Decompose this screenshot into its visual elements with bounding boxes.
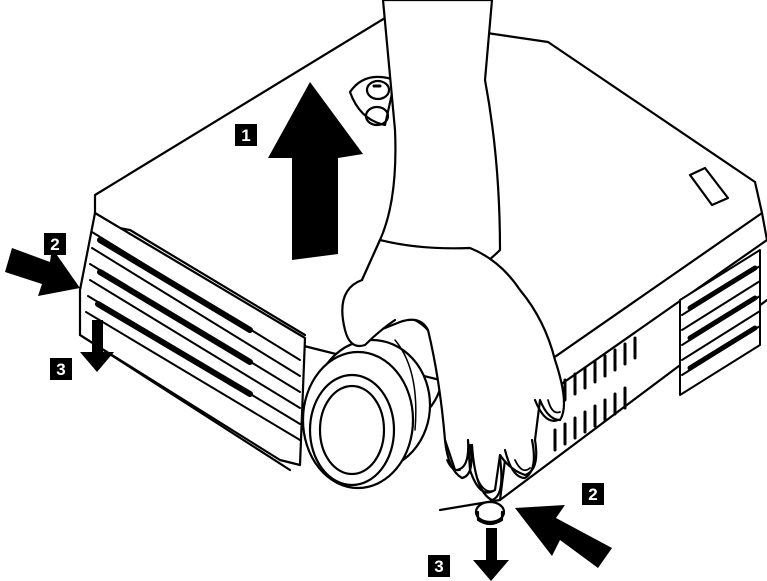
top-slot xyxy=(688,166,730,207)
step-number: 2 xyxy=(588,485,597,504)
side-vent-grille xyxy=(679,249,761,396)
lens-assembly xyxy=(301,313,445,490)
step-label-2-right: 2 xyxy=(582,483,604,505)
arrow-push-right xyxy=(515,505,612,568)
step-number: 3 xyxy=(56,360,65,379)
side-vent-lower xyxy=(553,336,637,452)
hand xyxy=(341,0,566,502)
power-button xyxy=(365,79,391,101)
step-label-3-right: 3 xyxy=(428,555,450,577)
step-label-3-left: 3 xyxy=(50,358,72,380)
arrow-down-right xyxy=(473,528,509,581)
step-number: 3 xyxy=(434,557,443,576)
step-number: 1 xyxy=(241,126,250,145)
control-panel xyxy=(348,75,397,127)
thumb xyxy=(341,278,397,348)
step-number: 2 xyxy=(50,235,59,254)
source-button xyxy=(364,105,390,127)
arrow-push-left xyxy=(5,248,80,296)
lens-glass xyxy=(308,373,396,487)
arrow-down-left xyxy=(80,320,114,372)
adjuster-foot-right xyxy=(474,500,506,524)
step-label-2-left: 2 xyxy=(44,233,66,255)
step-label-1: 1 xyxy=(235,124,257,146)
front-vent xyxy=(85,231,301,441)
arrow-up-lift xyxy=(268,82,363,260)
